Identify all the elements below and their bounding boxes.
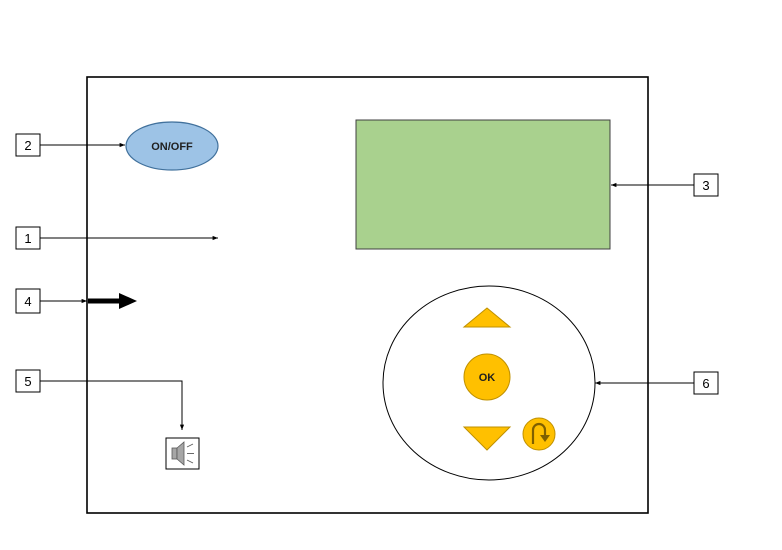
callout-2: 2 xyxy=(15,133,125,157)
thick-arrow-icon xyxy=(88,293,137,309)
callout-label: 6 xyxy=(702,376,709,391)
callout-6: 6 xyxy=(595,371,719,395)
leader-line xyxy=(40,380,185,430)
callout-3: 3 xyxy=(611,173,719,197)
callout-label: 2 xyxy=(24,138,31,153)
callout-label: 5 xyxy=(24,374,31,389)
callout-label: 3 xyxy=(702,178,709,193)
callout-label: 1 xyxy=(24,231,31,246)
power-button[interactable]: ON/OFF xyxy=(125,121,219,171)
display-screen xyxy=(355,119,611,250)
ok-button[interactable]: OK xyxy=(463,353,511,401)
navigation-keypad: OK xyxy=(382,285,596,481)
callout-label: 4 xyxy=(24,294,31,309)
up-arrow-button[interactable] xyxy=(462,307,512,328)
return-icon xyxy=(531,422,550,444)
callout-4: 4 xyxy=(15,288,87,314)
speaker-icon[interactable] xyxy=(165,437,200,470)
power-button-label: ON/OFF xyxy=(151,141,193,153)
ok-button-label: OK xyxy=(479,372,496,384)
return-button[interactable] xyxy=(522,417,556,451)
down-arrow-button[interactable] xyxy=(462,426,512,451)
callout-1: 1 xyxy=(15,226,218,250)
callout-5: 5 xyxy=(15,369,185,430)
